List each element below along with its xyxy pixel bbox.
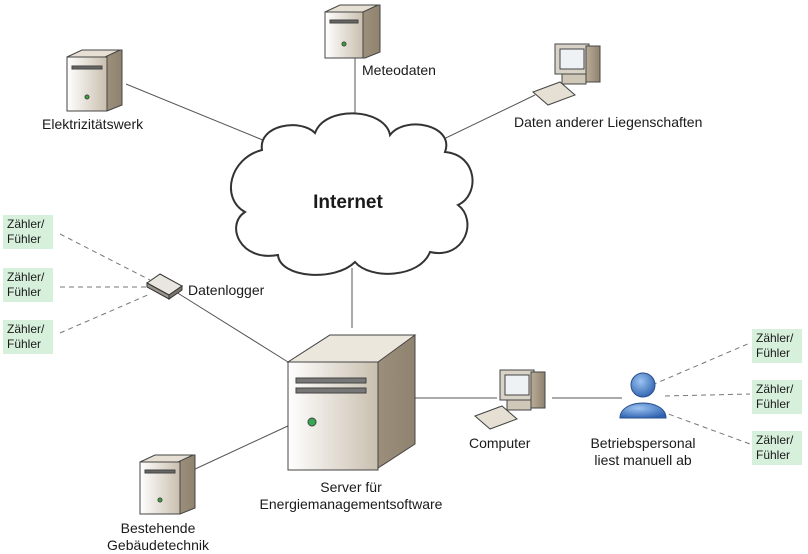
sensor-line1: Zähler/ <box>756 382 794 396</box>
sensor-box: Zähler/ Fühler <box>3 268 53 302</box>
computer-icon <box>474 369 546 430</box>
meteo-server-icon <box>324 4 381 59</box>
sensor-line1: Zähler/ <box>7 270 45 284</box>
other-computer-icon <box>532 43 601 106</box>
line-logger-server <box>175 291 289 363</box>
server-label-line2: Energiemanagementsoftware <box>259 496 443 512</box>
sensor-box: Zähler/ Fühler <box>752 380 802 414</box>
elektrizitaetswerk-label: Elektrizitätswerk <box>42 116 144 132</box>
sensor-box: Zähler/ Fühler <box>3 215 53 249</box>
main-server-icon <box>286 334 417 471</box>
bgt-server-icon <box>139 454 196 515</box>
sensor-line1: Zähler/ <box>7 217 45 231</box>
sensor-box: Zähler/ Fühler <box>752 431 802 465</box>
betriebspersonal-label-line1: Betriebspersonal <box>590 435 696 451</box>
sensor-line2: Fühler <box>756 397 791 411</box>
datenlogger-icon <box>146 273 183 300</box>
server-label: Server für Energiemanagementsoftware <box>236 479 466 513</box>
sensor-lines <box>59 233 751 445</box>
datenlogger-label: Datenlogger <box>188 282 265 298</box>
betriebspersonal-label: Betriebspersonal liest manuell ab <box>568 435 718 469</box>
sensor-line2: Fühler <box>756 448 791 462</box>
sensor-line1: Zähler/ <box>756 433 794 447</box>
sensor-line1: Zähler/ <box>7 322 45 336</box>
daten-anderer-liegenschaften-label: Daten anderer Liegenschaften <box>514 114 703 130</box>
sensor-line2: Fühler <box>7 337 42 351</box>
gebaeudetechnik-label-line1: Bestehende <box>120 520 196 536</box>
sensor-line2: Fühler <box>7 232 42 246</box>
internet-cloud-icon <box>229 112 474 276</box>
computer-label: Computer <box>469 435 531 451</box>
sensor-box: Zähler/ Fühler <box>752 329 802 363</box>
server-label-line1: Server für <box>320 479 382 495</box>
ew-server-icon <box>66 49 123 112</box>
meteodaten-label: Meteodaten <box>362 62 436 78</box>
betriebspersonal-person-icon <box>619 372 667 419</box>
internet-label: Internet <box>313 192 383 213</box>
sensor-line1: Zähler/ <box>756 331 794 345</box>
sensor-line2: Fühler <box>7 285 42 299</box>
sensor-line2: Fühler <box>756 346 791 360</box>
sensor-box: Zähler/ Fühler <box>3 320 53 354</box>
connection-lines <box>125 58 622 471</box>
line-bgt-server <box>192 424 291 471</box>
gebaeudetechnik-label-line2: Gebäudetechnik <box>107 537 209 553</box>
gebaeudetechnik-label: Bestehende Gebäudetechnik <box>88 520 228 554</box>
betriebspersonal-label-line2: liest manuell ab <box>594 452 692 468</box>
line-ew <box>125 83 276 146</box>
